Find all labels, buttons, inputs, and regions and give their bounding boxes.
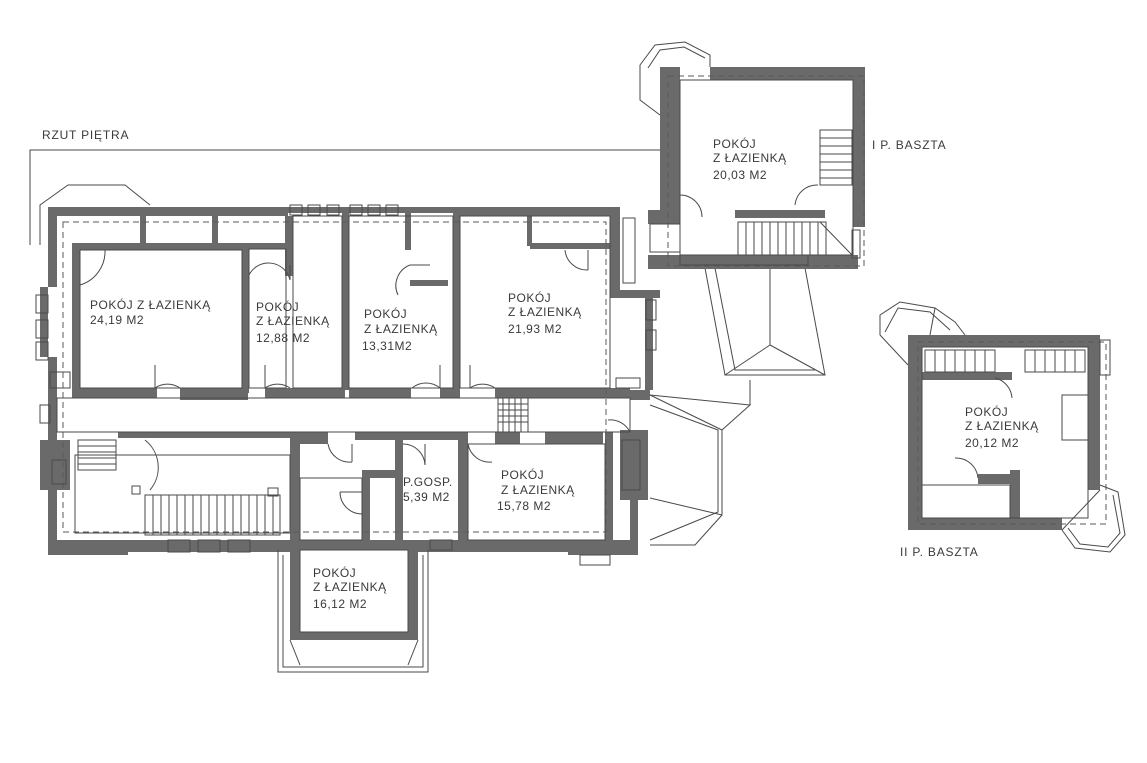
tower-second-floor [879,301,1126,553]
balcony-outline [29,149,662,245]
room-label: Z ŁAZIENKĄ [364,322,438,336]
room-label: Z ŁAZIENKĄ [713,151,787,165]
room-area: 24,19 M2 [90,313,144,327]
room-area: 5,39 M2 [403,490,450,504]
room-area: 21,93 M2 [508,322,562,336]
doors [79,249,631,515]
main-staircase [77,397,529,536]
floor-plan-title: RZUT PIĘTRA [42,128,129,142]
tower-first-floor [639,41,865,269]
main-building-walls [40,207,660,640]
room-label: Z ŁAZIENKĄ [501,483,575,497]
drawing-titles: RZUT PIĘTRA I P. BASZTA II P. BASZTA [42,128,979,559]
roof-outlines [649,267,826,546]
room-label: POKÓJ [713,136,756,151]
room-area: 12,88 M2 [256,331,310,345]
room-label: Z ŁAZIENKĄ [965,419,1039,433]
room-label: POKÓJ [965,404,1008,419]
interior-lines [56,215,631,673]
room-area: 16,12 M2 [313,597,367,611]
room-label: Z ŁAZIENKĄ [313,580,387,594]
room-area: 15,78 M2 [497,499,551,513]
room-label: Z ŁAZIENKĄ [508,305,582,319]
windows [35,204,657,566]
room-label: POKÓJ [501,467,544,482]
room-label: POKÓJ [508,290,551,305]
room-label: POKÓJ [256,299,299,314]
tower-first-floor-title: I P. BASZTA [872,138,946,152]
room-area: 20,03 M2 [713,168,767,182]
tower-second-floor-title: II P. BASZTA [900,545,979,559]
room-labels: POKÓJ Z ŁAZIENKĄ 24,19 M2 POKÓJ Z ŁAZIEN… [90,136,1039,611]
room-label: POKÓJ Z ŁAZIENKĄ [90,297,211,312]
room-area: 13,31M2 [362,339,412,353]
room-label: Z ŁAZIENKĄ [256,314,330,328]
room-area: 20,12 M2 [965,436,1019,450]
room-label: POKÓJ [364,306,407,321]
room-label: P.GOSP. [403,475,453,489]
room-label: POKÓJ [313,565,356,580]
